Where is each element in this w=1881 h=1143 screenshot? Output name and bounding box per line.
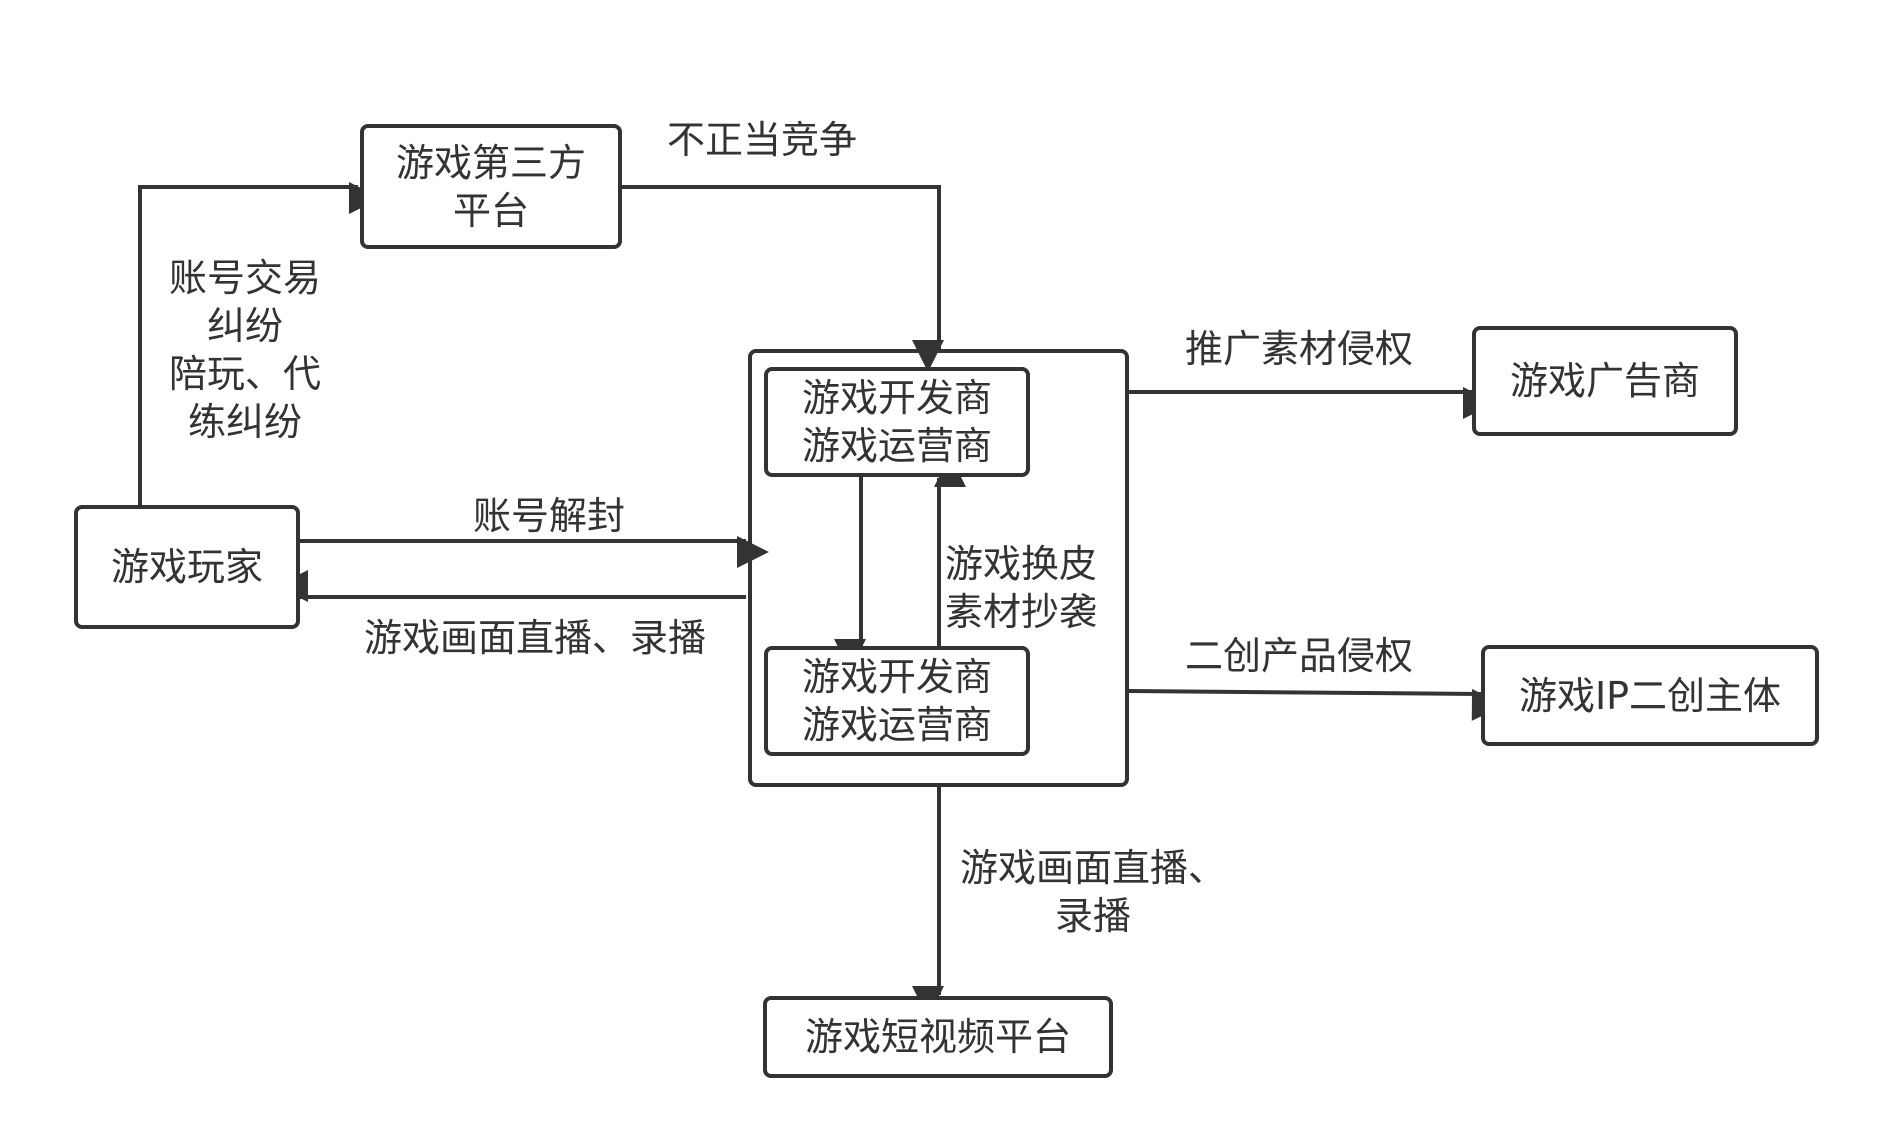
- edge-player-to-third-party: [138, 182, 382, 505]
- short-video-platform-node[interactable]: 游戏短视频平台: [763, 996, 1113, 1078]
- advertiser-label: 游戏广告商: [1509, 359, 1700, 403]
- advertiser-node[interactable]: 游戏广告商: [1472, 326, 1738, 436]
- account-dispute-line2: 纠纷: [206, 304, 283, 348]
- developer-bottom-line1: 游戏开发商: [801, 655, 992, 699]
- developer-bottom-node[interactable]: 游戏开发商 游戏运营商: [764, 646, 1030, 756]
- account-dispute-line3: 陪玩、代: [168, 352, 321, 396]
- developer-top-line2: 游戏运营商: [801, 424, 992, 468]
- edge-developer-to-ip-creator: [1128, 688, 1504, 721]
- edge-label-promo-infringe: 推广素材侵权: [1185, 327, 1414, 371]
- third-party-platform-node[interactable]: 游戏第三方 平台: [360, 124, 622, 249]
- edge-label-unfair-competition: 不正当竞争: [667, 118, 858, 162]
- player-node[interactable]: 游戏玩家: [74, 505, 300, 629]
- ip-creator-label: 游戏IP二创主体: [1518, 673, 1782, 718]
- ip-creator-node[interactable]: 游戏IP二创主体: [1481, 645, 1819, 746]
- skin-copy-line2: 素材抄袭: [945, 590, 1098, 634]
- developer-top-line1: 游戏开发商: [801, 376, 992, 420]
- developer-top-node[interactable]: 游戏开发商 游戏运营商: [764, 367, 1030, 477]
- edge-label-account-unban: 账号解封: [473, 494, 626, 538]
- developer-bottom-line2: 游戏运营商: [801, 703, 992, 747]
- edge-label-account-dispute: 账号交易 纠纷 陪玩、代 练纠纷: [155, 254, 335, 446]
- edge-label-live-to-short-video: 游戏画面直播、 录播: [958, 844, 1228, 940]
- account-dispute-line1: 账号交易: [168, 256, 321, 300]
- edge-label-derivative-infringe: 二创产品侵权: [1185, 634, 1414, 678]
- player-label: 游戏玩家: [110, 545, 263, 589]
- live-to-short-line1: 游戏画面直播、: [959, 846, 1226, 890]
- account-dispute-line4: 练纠纷: [187, 400, 302, 444]
- third-party-line1: 游戏第三方: [395, 140, 586, 185]
- short-video-label: 游戏短视频平台: [804, 1015, 1071, 1059]
- developer-group-container: [748, 349, 1129, 787]
- edge-third-party-to-developer: [622, 185, 944, 373]
- edge-label-skin-copy: 游戏换皮 素材抄袭: [945, 540, 1097, 636]
- live-to-short-line2: 录播: [1054, 894, 1131, 938]
- skin-copy-line1: 游戏换皮: [945, 542, 1098, 586]
- edge-label-live-to-player: 游戏画面直播、录播: [364, 616, 707, 660]
- third-party-line2: 平台: [452, 188, 529, 233]
